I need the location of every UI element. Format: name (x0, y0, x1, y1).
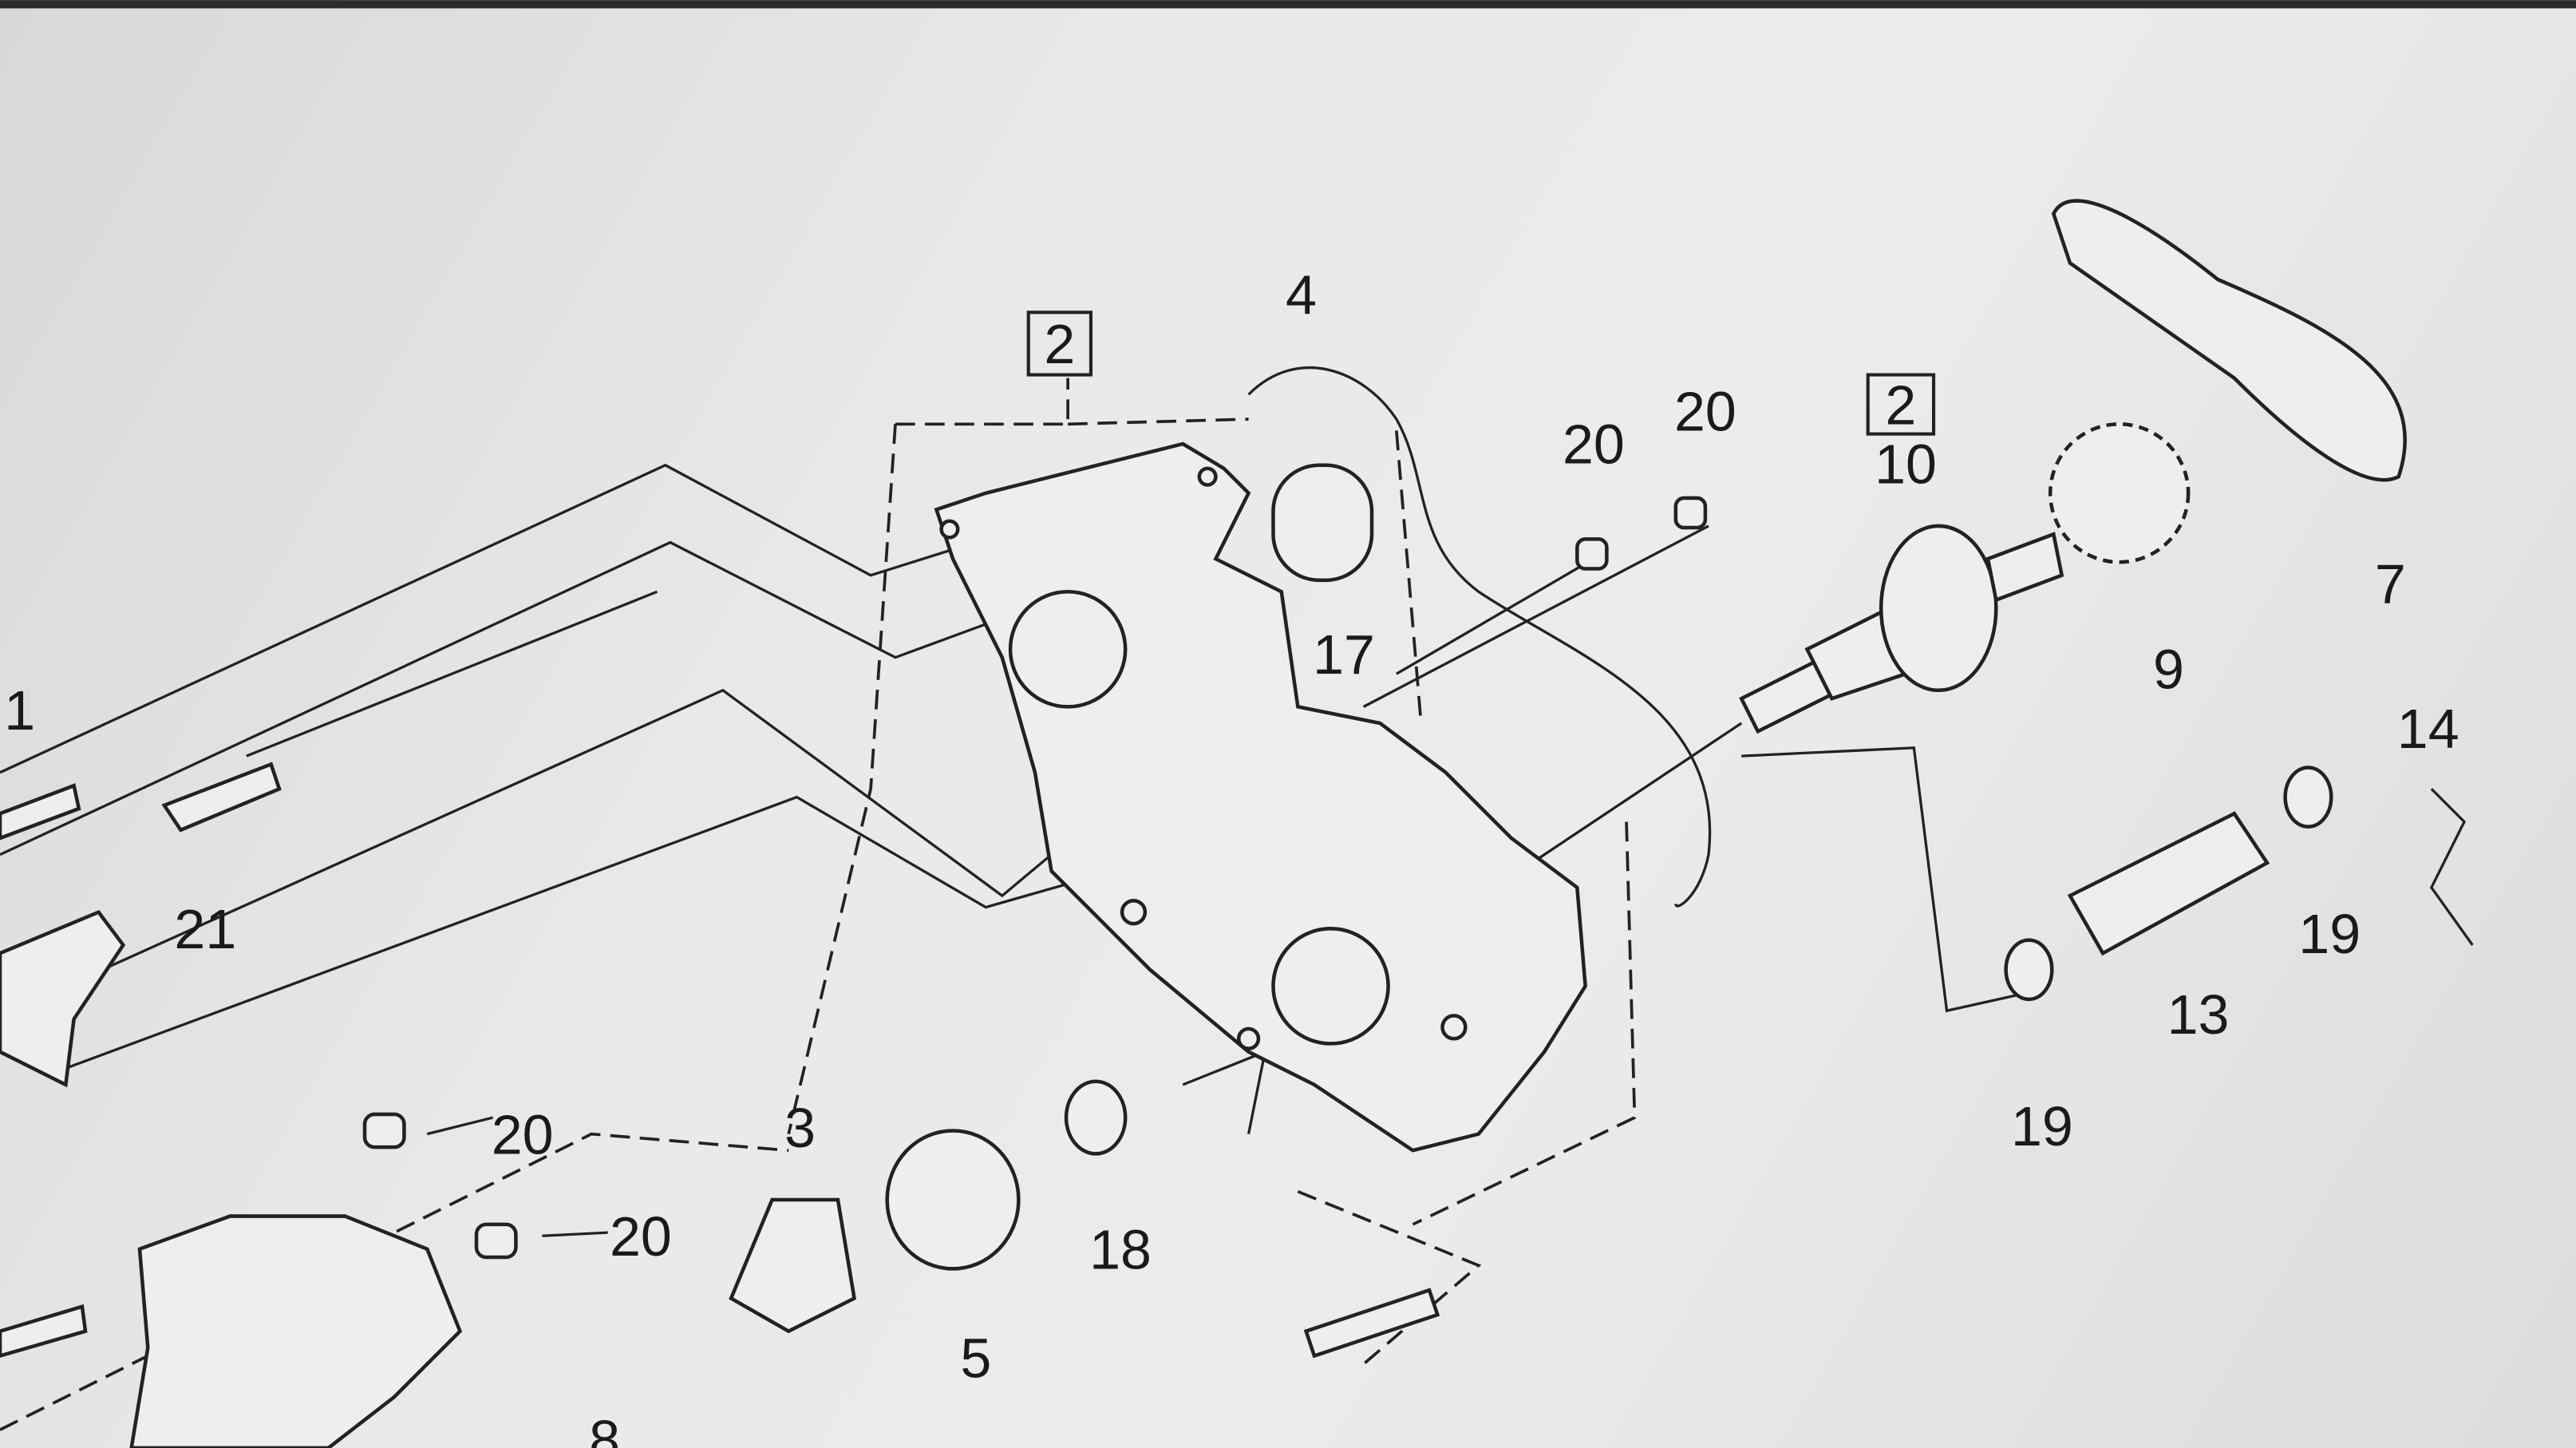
bolt-part (1303, 1288, 1440, 1359)
callout-label: 20 (1563, 413, 1625, 476)
impeller-part (729, 1197, 857, 1334)
callout-label: 7 (2375, 553, 2406, 615)
gasket-part (1247, 366, 1712, 908)
group-ref-box (1866, 373, 1936, 436)
callout-label: 21 (174, 898, 236, 960)
group-ref-box (1026, 311, 1093, 377)
chain-part (2051, 199, 2407, 482)
dowel-part (1575, 537, 1609, 571)
washer-part (2004, 938, 2054, 1002)
callout-label: 5 (960, 1327, 991, 1389)
callout-label: 18 (1089, 1218, 1152, 1280)
callout-label: 19 (2298, 903, 2361, 965)
shaft-part (1739, 524, 2064, 734)
bracket-part (0, 909, 126, 1088)
callout-label: 3 (784, 1097, 816, 1159)
callout-label: 8 (589, 1409, 620, 1448)
plug-part (885, 1129, 1021, 1271)
callout-label: 10 (1875, 433, 1937, 495)
sleeve-part (2067, 811, 2270, 956)
callout-label: 20 (492, 1103, 554, 1165)
callout-label: 1 (4, 679, 35, 742)
callout-label: 2 (1044, 313, 1075, 375)
callout-label: 17 (1313, 623, 1375, 686)
cover-part (129, 1214, 463, 1448)
callout-label: 2 (1885, 374, 1916, 436)
callout-label: 19 (2011, 1095, 2073, 1157)
dowel-part (474, 1222, 518, 1260)
callout-label: 9 (2153, 639, 2184, 701)
clip-part (2429, 788, 2474, 946)
pump-housing-part (934, 441, 1587, 1153)
dowel-part (1673, 496, 1708, 530)
callout-label: 14 (2397, 698, 2459, 760)
bolt-part (161, 762, 282, 833)
dowel-part (362, 1112, 406, 1149)
page-edge (0, 0, 2576, 9)
bolt-part (0, 783, 81, 841)
sprocket-part (2048, 422, 2191, 564)
washer-part (2283, 766, 2333, 829)
bolt-part (0, 1304, 88, 1358)
callout-label: 20 (1674, 381, 1736, 443)
callout-label: 4 (1286, 263, 1317, 326)
callout-label: 20 (610, 1205, 672, 1268)
bearing-part (1064, 1079, 1128, 1156)
callout-label: 13 (2167, 983, 2230, 1046)
